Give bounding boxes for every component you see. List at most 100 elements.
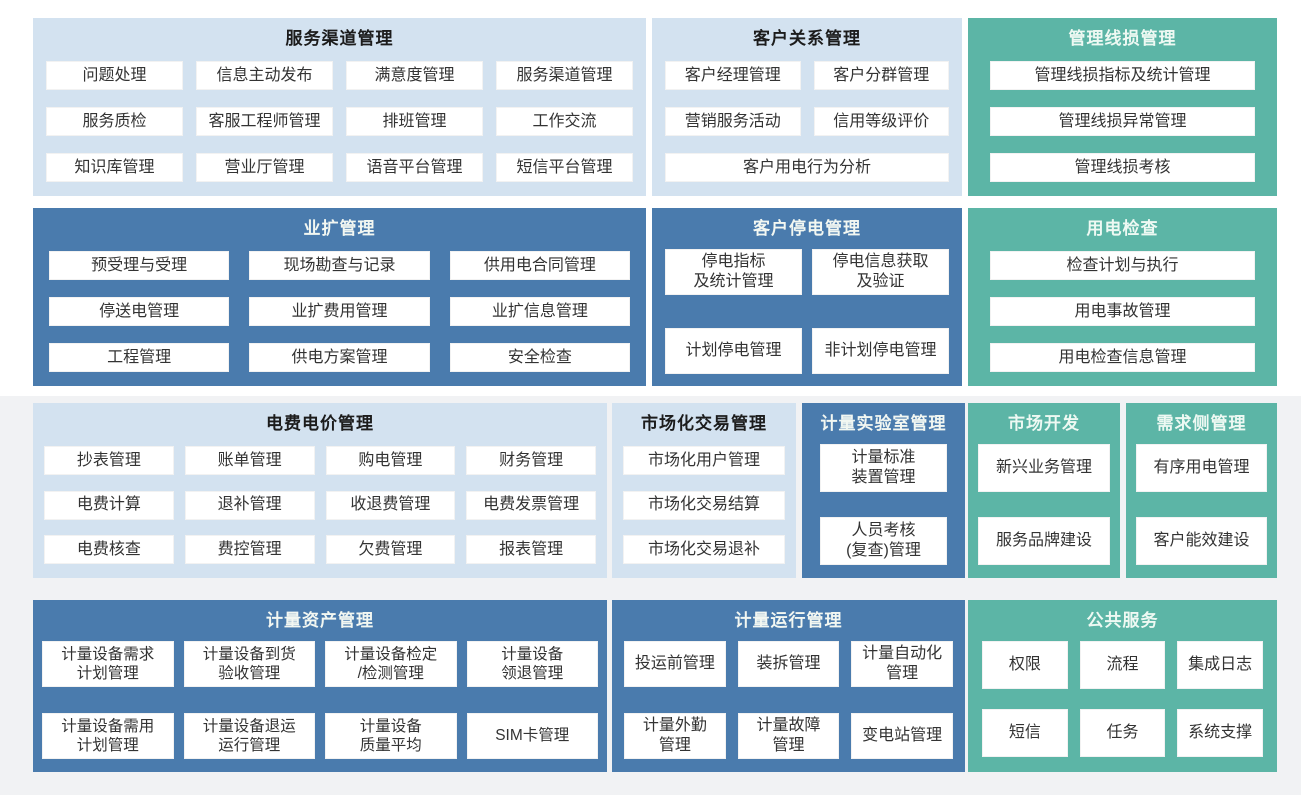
- module-item: 停电指标 及统计管理: [665, 249, 802, 296]
- block-title: 公共服务: [1086, 611, 1159, 630]
- module-item: 营业厅管理: [196, 153, 333, 182]
- block-title: 电费电价管理: [266, 414, 374, 433]
- block-metering-lab: 计量实验室管理 计量标准 装置管理 人员考核 (复查)管理: [802, 403, 965, 578]
- module-grid: 计量设备需求 计划管理 计量设备到货 验收管理 计量设备检定 /检测管理 计量设…: [33, 634, 607, 772]
- module-item: 账单管理: [184, 446, 315, 476]
- module-item: 服务品牌建设: [978, 517, 1110, 565]
- block-title: 客户关系管理: [753, 29, 861, 48]
- module-item: SIM卡管理: [466, 713, 598, 759]
- module-item: 退补管理: [184, 490, 315, 520]
- module-item: 费控管理: [184, 535, 315, 564]
- block-title: 管理线损管理: [1068, 29, 1177, 48]
- block-line-loss: 管理线损管理 管理线损指标及统计管理 管理线损异常管理 管理线损考核: [968, 18, 1277, 196]
- module-item: 收退费管理: [325, 490, 456, 520]
- module-item: 市场化用户管理: [623, 446, 785, 476]
- block-metering-operation: 计量运行管理 投运前管理 装拆管理 计量自动化 管理 计量外勤 管理 计量故障 …: [612, 600, 965, 772]
- module-grid: 客户经理管理 客户分群管理 营销服务活动 信用等级评价 客户用电行为分析: [652, 52, 962, 196]
- block-title: 计量实验室管理: [820, 414, 947, 433]
- module-item: 满意度管理: [346, 61, 483, 91]
- module-item: 信用等级评价: [813, 107, 949, 137]
- module-item: 装拆管理: [737, 641, 840, 688]
- module-grid: 问题处理 信息主动发布 满意度管理 服务渠道管理 服务质检 客服工程师管理 排班…: [33, 52, 646, 196]
- module-item: 供电方案管理: [249, 343, 430, 372]
- module-item: 管理线损考核: [990, 153, 1255, 182]
- module-item: 用电事故管理: [990, 297, 1255, 327]
- module-item: 计量自动化 管理: [851, 641, 953, 688]
- block-title: 业扩管理: [303, 219, 376, 238]
- module-item: 流程: [1079, 641, 1166, 690]
- module-item: 问题处理: [46, 61, 183, 91]
- module-item: 变电站管理: [851, 713, 953, 759]
- module-item: 计量故障 管理: [737, 713, 840, 759]
- block-title: 客户停电管理: [753, 219, 861, 238]
- module-item: 营销服务活动: [665, 107, 801, 137]
- module-item: 知识库管理: [46, 153, 183, 182]
- module-item: 短信: [982, 709, 1068, 757]
- module-item: 计量标准 装置管理: [820, 444, 947, 493]
- module-item: 计量设备到货 验收管理: [183, 641, 315, 688]
- module-item: 计量设备需用 计划管理: [42, 713, 174, 759]
- module-item: 信息主动发布: [196, 61, 333, 91]
- module-grid: 抄表管理 账单管理 购电管理 财务管理 电费计算 退补管理 收退费管理 电费发票…: [33, 437, 607, 578]
- module-item: 投运前管理: [624, 641, 726, 688]
- block-title: 服务渠道管理: [285, 29, 394, 48]
- module-item: 人员考核 (复查)管理: [820, 517, 947, 565]
- block-business-expansion: 业扩管理 预受理与受理 现场勘查与记录 供用电合同管理 停送电管理 业扩费用管理…: [33, 208, 646, 386]
- module-item: 服务渠道管理: [496, 61, 633, 91]
- module-item: 电费核查: [44, 535, 174, 564]
- block-market-dev: 市场开发 新兴业务管理 服务品牌建设: [968, 403, 1120, 578]
- block-market-trade: 市场化交易管理 市场化用户管理 市场化交易结算 市场化交易退补: [612, 403, 796, 578]
- module-item: 客户分群管理: [813, 61, 949, 91]
- module-item: 安全检查: [449, 343, 630, 372]
- module-item: 供用电合同管理: [449, 251, 630, 281]
- module-item: 市场化交易结算: [623, 490, 785, 520]
- module-item: 集成日志: [1177, 641, 1263, 690]
- module-item: 计划停电管理: [665, 328, 802, 374]
- block-service-channel: 服务渠道管理 问题处理 信息主动发布 满意度管理 服务渠道管理 服务质检 客服工…: [33, 18, 646, 196]
- module-grid: 权限 流程 集成日志 短信 任务 系统支撑: [968, 634, 1277, 772]
- module-item: 财务管理: [466, 446, 596, 476]
- module-item: 报表管理: [466, 535, 596, 564]
- module-grid: 新兴业务管理 服务品牌建设: [968, 437, 1120, 578]
- module-item: 停电信息获取 及验证: [812, 249, 949, 296]
- module-item: 服务质检: [46, 107, 183, 137]
- module-item: 客服工程师管理: [196, 107, 333, 137]
- module-item: 欠费管理: [325, 535, 456, 564]
- block-title: 市场开发: [1008, 414, 1080, 433]
- block-title: 用电检查: [1086, 219, 1159, 238]
- module-item: 客户能效建设: [1136, 517, 1267, 565]
- module-item: 计量设备需求 计划管理: [42, 641, 174, 688]
- module-item: 任务: [1079, 709, 1166, 757]
- module-item: 管理线损指标及统计管理: [990, 61, 1255, 91]
- module-item: 权限: [982, 641, 1068, 690]
- module-grid: 市场化用户管理 市场化交易结算 市场化交易退补: [612, 437, 796, 578]
- block-customer-relation: 客户关系管理 客户经理管理 客户分群管理 营销服务活动 信用等级评价 客户用电行…: [652, 18, 962, 196]
- module-grid: 预受理与受理 现场勘查与记录 供用电合同管理 停送电管理 业扩费用管理 业扩信息…: [33, 242, 646, 386]
- module-item: 工程管理: [49, 343, 230, 372]
- module-item: 计量外勤 管理: [624, 713, 726, 759]
- module-item: 电费发票管理: [466, 490, 596, 520]
- module-item: 排班管理: [346, 107, 483, 137]
- block-power-check: 用电检查 检查计划与执行 用电事故管理 用电检查信息管理: [968, 208, 1277, 386]
- module-grid: 计量标准 装置管理 人员考核 (复查)管理: [802, 437, 965, 578]
- block-customer-outage: 客户停电管理 停电指标 及统计管理 停电信息获取 及验证 计划停电管理 非计划停…: [652, 208, 962, 386]
- block-metering-asset: 计量资产管理 计量设备需求 计划管理 计量设备到货 验收管理 计量设备检定 /检…: [33, 600, 607, 772]
- block-title: 需求侧管理: [1156, 414, 1247, 433]
- module-item: 客户用电行为分析: [665, 153, 949, 182]
- module-item: 客户经理管理: [665, 61, 801, 91]
- module-item: 购电管理: [325, 446, 456, 476]
- block-title: 市场化交易管理: [641, 414, 767, 433]
- module-grid: 投运前管理 装拆管理 计量自动化 管理 计量外勤 管理 计量故障 管理 变电站管…: [612, 634, 965, 772]
- module-grid: 检查计划与执行 用电事故管理 用电检查信息管理: [968, 242, 1277, 386]
- module-item: 非计划停电管理: [812, 328, 949, 374]
- module-item: 电费计算: [44, 490, 174, 520]
- module-item: 业扩费用管理: [249, 297, 430, 327]
- module-item: 新兴业务管理: [978, 444, 1110, 493]
- module-item: 业扩信息管理: [449, 297, 630, 327]
- module-item: 计量设备退运 运行管理: [183, 713, 315, 759]
- block-title: 计量资产管理: [266, 611, 374, 630]
- module-item: 现场勘查与记录: [249, 251, 430, 281]
- block-public-service: 公共服务 权限 流程 集成日志 短信 任务 系统支撑: [968, 600, 1277, 772]
- module-item: 预受理与受理: [49, 251, 230, 281]
- block-demand-side: 需求侧管理 有序用电管理 客户能效建设: [1126, 403, 1277, 578]
